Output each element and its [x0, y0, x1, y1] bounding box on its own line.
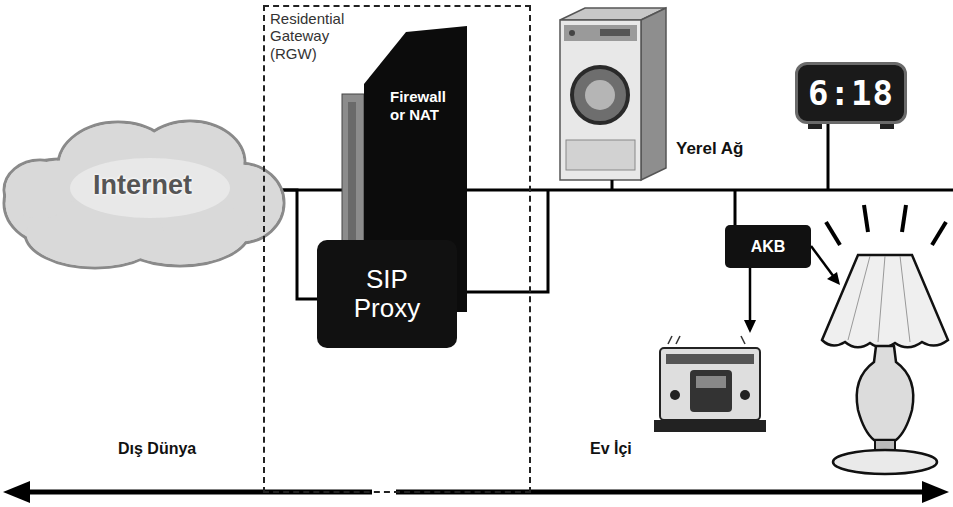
node-text: Firewall or NAT	[390, 88, 464, 124]
node-text: SIP Proxy	[337, 265, 437, 323]
clock-stand	[808, 123, 894, 190]
proxy-box: SIP Proxy	[317, 240, 457, 348]
internet-cloud: Internet	[0, 108, 285, 273]
lamp	[822, 205, 948, 474]
lan-bus	[460, 189, 953, 192]
gateway-region: Residential Gateway (RGW) Firewall or NAT…	[263, 5, 531, 493]
clock-display: 6:18	[795, 62, 907, 124]
control-box: AKB	[725, 225, 811, 268]
node-text: Residential Gateway (RGW)	[270, 10, 365, 62]
node-text: AKB	[751, 238, 786, 256]
coffee-maker	[654, 336, 766, 432]
zone-label: Ev İçi	[590, 440, 632, 458]
sip-lan-wire	[456, 190, 548, 292]
washing-machine	[560, 8, 666, 190]
connector-line	[281, 190, 317, 299]
node-text: 6:18	[808, 73, 894, 113]
zone-label: Dış Dünya	[118, 440, 196, 458]
node-text: Internet	[93, 170, 192, 201]
akb-wire	[734, 190, 737, 226]
network-label: Yerel Ağ	[676, 139, 743, 159]
